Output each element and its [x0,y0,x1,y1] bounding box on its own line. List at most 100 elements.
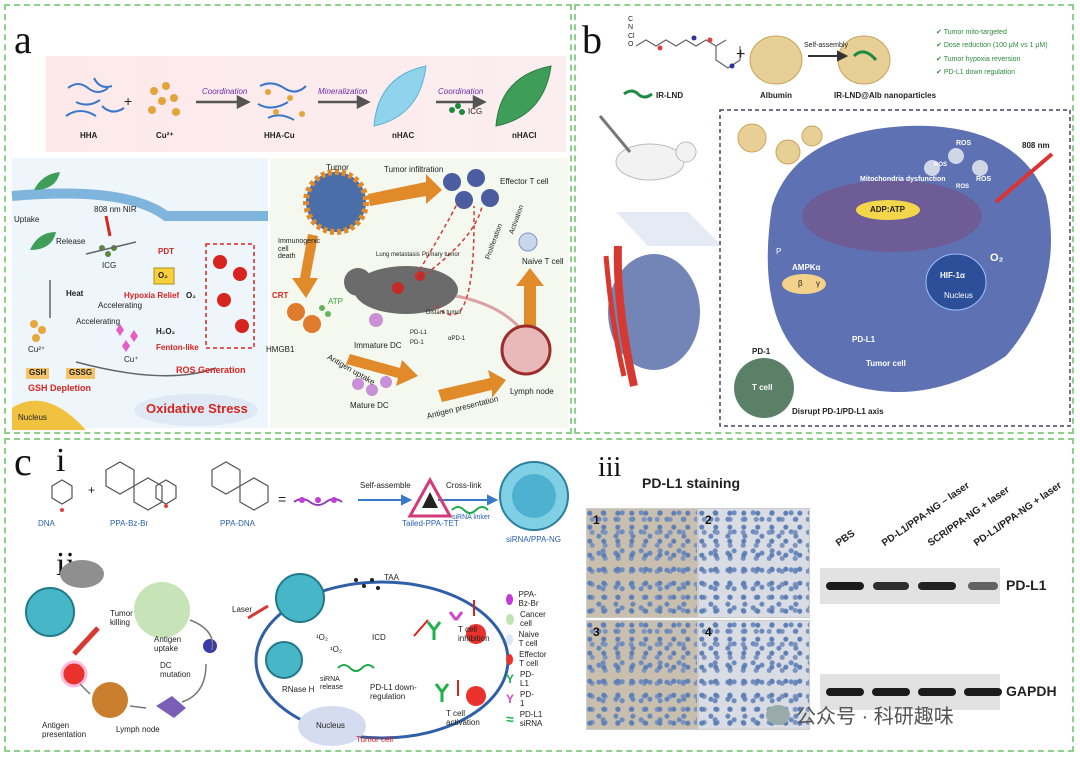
legend-item: Naive T cell [506,630,543,648]
hha-label: HHA [80,131,98,140]
icd-label: Immunogenic cell death [278,238,321,261]
gssg-label: GSSG [66,368,96,379]
immature-dc-label: Immature DC [354,341,402,350]
accelerating-label-2: Accelerating [76,317,121,326]
ros-label-3: ROS [976,176,992,183]
watermark-text: 公众号 · 科研趣味 [796,706,954,728]
beta-label: β [798,279,803,288]
nhac-label: nHAC [392,131,415,140]
blot-band [918,688,956,696]
legend-label: PD-L1 [520,670,534,688]
nucleus-label-b: Nucleus [944,291,973,300]
primary-tumor-label: Primary tumor [422,252,460,258]
blot-band [826,688,864,696]
lane-label: SCR/PPA-NG + laser [926,484,1012,550]
atom-legend-o: O [628,41,634,49]
taa-label: TAA [384,573,399,582]
legend-swatch-receptor-icon: Y [506,672,515,686]
ros-label-4: ROS [956,184,970,190]
legend-swatch-dot [506,593,513,605]
effector-t-cell-label: Effector T cell [500,177,549,186]
p-label: P [776,247,782,256]
icg-label: ICG [102,261,117,270]
ppa-dna-label: PPA-DNA [220,519,255,528]
ihc-number-1: 1 [593,513,600,527]
plus-b: + [736,46,746,63]
heat-label: Heat [66,289,84,298]
hypoxia-relief-label: Hypoxia Relief [124,291,180,300]
dc-mutation-label: DC mutation [160,661,191,679]
disrupt-label: Disrupt PD-1/PD-L1 axis [792,407,884,416]
legend-label: Cancer cell [519,610,546,628]
legend-swatch-dot [506,633,513,645]
o2-mid-label: O₂ [186,291,196,300]
tumor-cell-label-c: Tumor cell [356,735,394,744]
antigen-uptake-label-c: Antigen uptake [154,635,182,653]
legend-item: Cancer cell [506,610,549,628]
pd-l1-label-b: PD-L1 [852,335,876,344]
singlet-o2-label-b: ¹O₂ [330,645,342,654]
nir-label: 808 nm NIR [94,205,137,214]
albumin-label: Albumin [760,91,792,100]
sirna-linker-label: siRNA linker [452,514,491,521]
ir-lnd-label: IR-LND [656,91,684,100]
staining-title: PD-L1 staining [642,475,741,491]
legend-item: Effector T cell [506,650,550,668]
legend-label: Effector T cell [519,650,547,668]
adp-atp-label: ADP:ATP [870,205,905,214]
ihc-number-4: 4 [705,625,712,639]
distant-tumor-label: Distant tumor [426,310,462,316]
panel-b-label: b [582,17,602,62]
self-assemble-label: Self-assemble [360,481,411,490]
lane-label: PD-L1/PPA-NG + laser [972,480,1064,550]
tailed-ppa-tet-label: Tailed-PPA-TET [402,519,459,528]
ros-label-2: ROS [934,162,948,168]
legend-label: Naive T cell [518,630,540,648]
panel-a-graphics [11,65,568,430]
pd-1-label-b: PD-1 [752,347,771,356]
dna-label: DNA [38,519,55,528]
crt-label: CRT [272,291,289,300]
plus-c: + [88,483,96,497]
plus-sign: + [124,93,133,109]
legend-swatch-dot [506,613,514,625]
self-assembly-label: Self-assembly [804,42,848,49]
sirna-ppa-ng-label: siRNA/PPA-NG [506,535,561,544]
hmgb1-label: HMGB1 [266,345,295,354]
legend-item: ≈PD-L1 siRNA [506,710,542,728]
lane-label: PBS [834,528,858,550]
laser-label-b: 808 nm [1022,141,1050,150]
ihc-number-3: 3 [593,625,600,639]
nanoparticles-label: IR-LND@Alb nanoparticles [834,91,937,100]
icd-label-c: ICD [372,633,386,642]
feature-item: ✔ Dose reduction (100 μM vs 1 μM) [936,42,1048,50]
cu2-label: Cu²⁺ [28,345,46,354]
gsh-depletion-label: GSH Depletion [28,383,92,393]
blot-row-label: PD-L1 [1006,577,1047,593]
coordination-label-1: Coordination [202,87,248,96]
lymph-node-label-c: Lymph node [116,725,160,734]
legend-item: PPA-Bz-Br [506,590,541,608]
ppa-bz-br-label: PPA-Bz-Br [110,519,149,528]
blot-band [873,582,909,590]
panel-b: b [574,4,1074,434]
blot-band [826,582,864,590]
rnase-h-label: RNase H [282,685,315,694]
ihc-image-2: 2 [698,508,810,618]
ihc-number-2: 2 [705,513,712,527]
ros-label-1: ROS [956,140,972,147]
release-label: Release [56,237,86,246]
t-cell-inhibition-label: T cell inhibition [458,625,490,643]
legend-item: Y PD-L1 [506,670,534,688]
atom-legend-n: N [628,24,634,32]
pd-l1-label-a: PD-L1 [410,330,428,336]
feature-list: ✔ Tumor mito-targeted ✔ Dose reduction (… [936,26,1048,79]
tumor-infiltration-label: Tumor infiltration [384,165,444,174]
panel-a-label: a [14,17,32,62]
tumor-killing-label: Tumor killing [110,609,133,627]
watermark: 公众号 · 科研趣味 [766,700,954,729]
sub-i-label: i [56,442,66,479]
equals-sign: = [278,491,287,507]
